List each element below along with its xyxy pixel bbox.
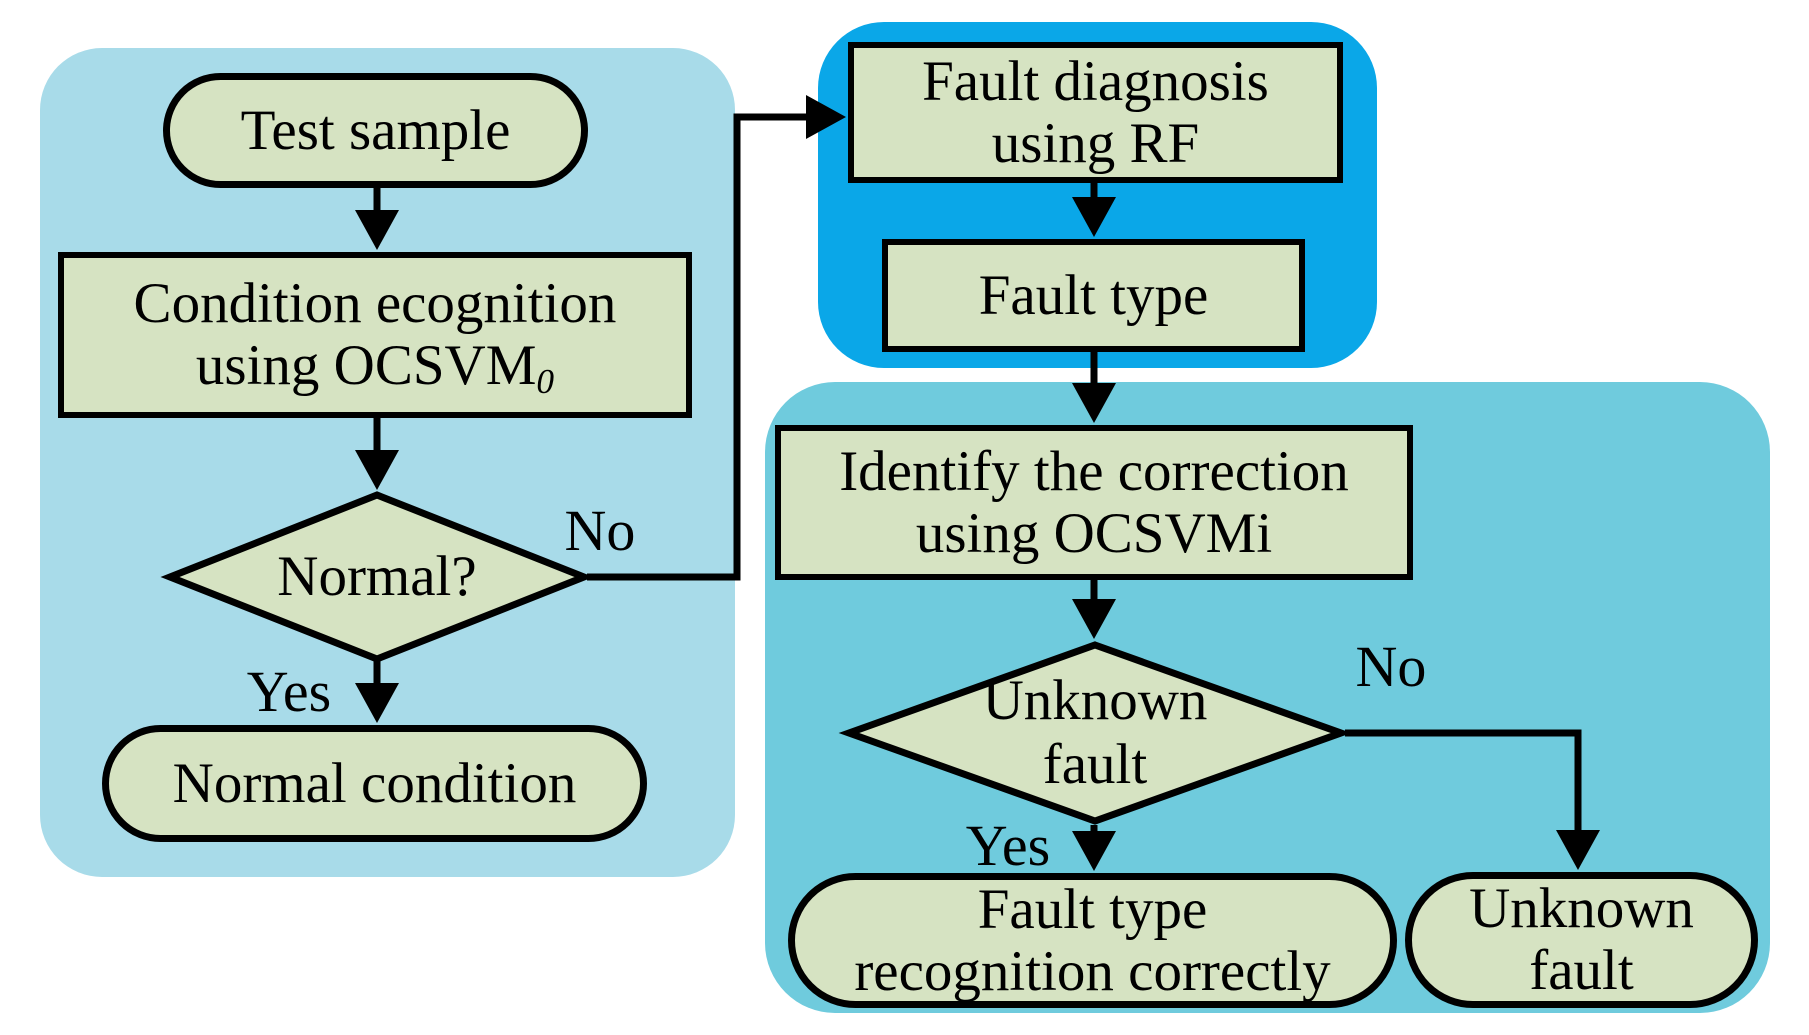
arrow-unknown-no [1345, 729, 1582, 838]
node-fault-type-recognition-line2: recognition correctly [854, 939, 1331, 1003]
decision-unknown-fault-label: Unknown fault [982, 669, 1208, 796]
node-test-sample-label: Test sample [240, 98, 511, 162]
node-test-sample: Test sample [163, 73, 588, 188]
node-identify-correction: Identify the correction using OCSVMi [775, 425, 1413, 580]
node-identify-correction-line2: using OCSVMi [915, 501, 1273, 565]
decision-unknown-fault-shape [838, 641, 1352, 825]
decision-normal-shape [160, 491, 594, 663]
node-fault-type-label: Fault type [978, 263, 1209, 327]
arrow-normal-no [587, 113, 808, 581]
edge-label-normal-no: No [564, 498, 636, 563]
arrowhead-identify-to-unknown [1072, 599, 1116, 639]
node-unknown-fault-result-line1: Unknown [1469, 877, 1694, 940]
edge-label-unknown-yes: Yes [965, 813, 1051, 878]
arrowhead-normal-no [806, 95, 846, 139]
node-unknown-fault-result-line2: fault [1529, 939, 1634, 1002]
arrowhead-normal-yes [355, 683, 399, 723]
arrowhead-test-to-condition [355, 210, 399, 250]
node-fault-type-recognition: Fault type recognition correctly [788, 873, 1397, 1008]
node-unknown-fault-result: Unknown fault [1405, 872, 1758, 1008]
node-normal-condition-label: Normal condition [172, 751, 577, 815]
node-condition-recognition: Condition ecognition using OCSVM0 [58, 252, 692, 418]
node-fault-type-recognition-line1: Fault type [977, 877, 1208, 941]
node-fault-diagnosis: Fault diagnosis using RF [848, 42, 1343, 183]
decision-normal-label: Normal? [277, 545, 477, 608]
arrowhead-faulttype-to-identify [1072, 383, 1116, 423]
node-fault-type: Fault type [882, 239, 1305, 352]
node-condition-recognition-line2: using OCSVM0 [195, 334, 555, 401]
ocsvm-subscript: 0 [536, 361, 555, 401]
arrowhead-unknown-no [1556, 830, 1600, 870]
arrowhead-unknown-yes [1072, 831, 1116, 871]
node-fault-diagnosis-line2: using RF [991, 111, 1200, 175]
edge-label-unknown-no: No [1355, 634, 1427, 699]
node-normal-condition: Normal condition [102, 725, 647, 842]
arrowhead-condition-to-normal [355, 450, 399, 490]
edge-label-normal-yes: Yes [246, 659, 332, 724]
node-identify-correction-line1: Identify the correction [839, 439, 1349, 503]
arrowhead-diagnosis-to-faulttype [1072, 197, 1116, 237]
node-condition-recognition-line1: Condition ecognition [133, 272, 617, 335]
node-fault-diagnosis-line1: Fault diagnosis [922, 49, 1269, 113]
